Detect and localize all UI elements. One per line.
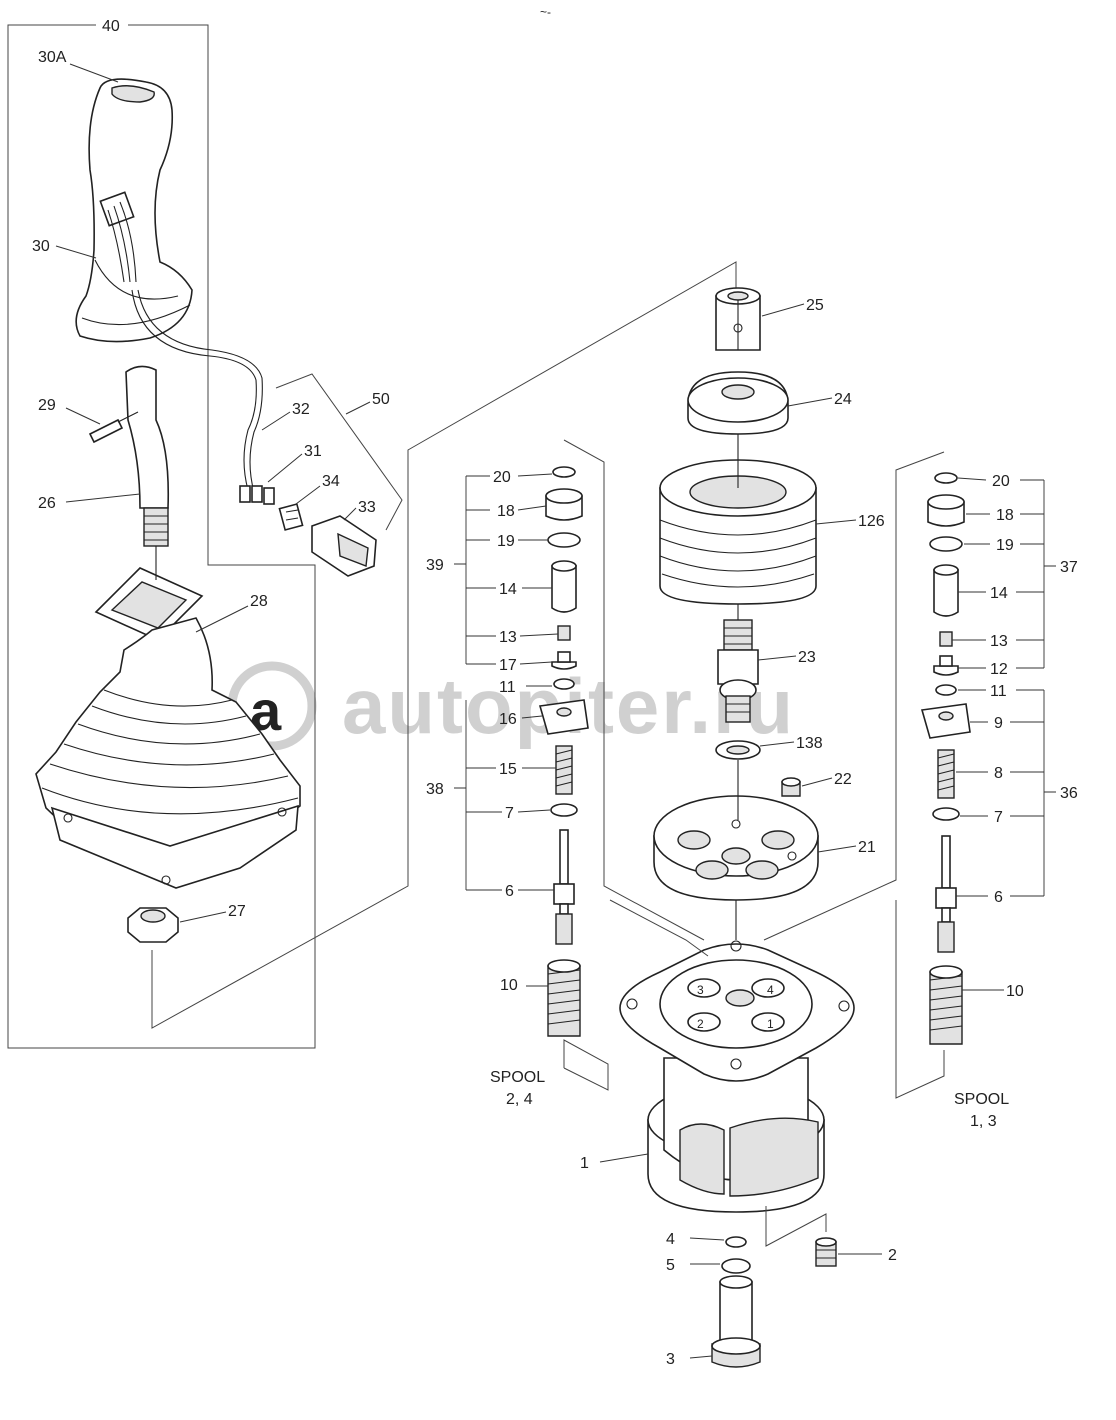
- label-3: 3: [666, 1351, 675, 1368]
- label-2: 2: [888, 1247, 897, 1264]
- label-right-19: 19: [996, 537, 1014, 554]
- label-right-20: 20: [992, 473, 1010, 490]
- label-26: 26: [38, 495, 56, 512]
- label-38: 38: [426, 781, 444, 798]
- label-34: 34: [322, 473, 340, 490]
- label-30: 30: [32, 238, 50, 255]
- label-left-20: 20: [493, 469, 511, 486]
- plug-2: [815, 1237, 837, 1267]
- label-left-7: 7: [505, 805, 514, 822]
- right-spool-stack: [920, 472, 971, 1045]
- wire-harness: [131, 289, 257, 491]
- label-left-6: 6: [505, 883, 514, 900]
- label-25: 25: [806, 297, 824, 314]
- label-left-17: 17: [499, 657, 517, 674]
- port-1-label: 1: [767, 1017, 774, 1031]
- label-right-6: 6: [994, 889, 1003, 906]
- label-right-14: 14: [990, 585, 1008, 602]
- spool-right-title: SPOOL: [954, 1091, 1009, 1108]
- label-right-8: 8: [994, 765, 1003, 782]
- watermark: a autopiter.ru: [227, 661, 793, 751]
- plug-22: [781, 777, 801, 797]
- label-33: 33: [358, 499, 376, 516]
- valve-group-frame: [151, 261, 737, 1029]
- label-36: 36: [1060, 785, 1078, 802]
- label-27: 27: [228, 903, 246, 920]
- label-30A: 30A: [38, 49, 67, 66]
- label-21: 21: [858, 839, 876, 856]
- label-left-19: 19: [497, 533, 515, 550]
- label-right-9: 9: [994, 715, 1003, 732]
- label-50: 50: [372, 391, 390, 408]
- label-right-11: 11: [990, 683, 1007, 700]
- plate-21: [653, 795, 819, 901]
- left-spool-stack: [538, 466, 589, 1037]
- label-37: 37: [1060, 559, 1078, 576]
- label-left-11: 11: [499, 679, 516, 696]
- label-24: 24: [834, 391, 852, 408]
- lever-26: [125, 365, 170, 547]
- label-right-13: 13: [990, 633, 1008, 650]
- right-spool-leaders: [952, 477, 1056, 991]
- label-32: 32: [292, 401, 310, 418]
- label-22: 22: [834, 771, 852, 788]
- o-ring-5: [721, 1258, 751, 1274]
- label-left-15: 15: [499, 761, 517, 778]
- connector-33: [311, 515, 377, 577]
- label-right-7: 7: [994, 809, 1003, 826]
- label-left-16: 16: [499, 711, 517, 728]
- plate-24: [687, 371, 789, 435]
- label-right-12: 12: [990, 661, 1008, 678]
- bracket-50: [275, 373, 403, 531]
- pin-29: [88, 418, 124, 444]
- bushing-3: [711, 1275, 761, 1368]
- label-39: 39: [426, 557, 444, 574]
- label-right-10: 10: [1006, 983, 1024, 1000]
- label-right-18: 18: [996, 507, 1014, 524]
- label-left-14: 14: [499, 581, 517, 598]
- nut-27: [127, 907, 179, 943]
- handle-30: [75, 78, 193, 343]
- label-31: 31: [304, 443, 322, 460]
- label-5: 5: [666, 1257, 675, 1274]
- boot-126: [659, 459, 817, 605]
- label-left-18: 18: [497, 503, 515, 520]
- label-40: 40: [102, 18, 120, 35]
- spool-left-numbers: 2, 4: [506, 1091, 533, 1108]
- port-2-label: 2: [697, 1017, 704, 1031]
- left-spool-leaders: [454, 473, 559, 987]
- spool-right-numbers: 1, 3: [970, 1113, 997, 1130]
- joint-23: [717, 619, 759, 723]
- port-4-label: 4: [767, 983, 774, 997]
- assembly-40-frame: [7, 24, 316, 1049]
- label-126: 126: [858, 513, 885, 530]
- o-ring-4: [725, 1236, 747, 1248]
- washer-138: [715, 740, 761, 760]
- terminals-31: [239, 485, 275, 505]
- boot-28: [35, 567, 301, 889]
- port-3-label: 3: [697, 983, 704, 997]
- label-23: 23: [798, 649, 816, 666]
- seal-34: [278, 503, 304, 531]
- label-138: 138: [796, 735, 823, 752]
- label-4: 4: [666, 1231, 675, 1248]
- top-mark: ~-: [540, 5, 551, 19]
- nut-25: [715, 287, 761, 351]
- label-28: 28: [250, 593, 268, 610]
- label-1: 1: [580, 1155, 589, 1172]
- label-29: 29: [38, 397, 56, 414]
- label-left-13: 13: [499, 629, 517, 646]
- label-left-10: 10: [500, 977, 518, 994]
- spool-left-title: SPOOL: [490, 1069, 545, 1086]
- casing-1: 3 4 2 1: [619, 940, 855, 1213]
